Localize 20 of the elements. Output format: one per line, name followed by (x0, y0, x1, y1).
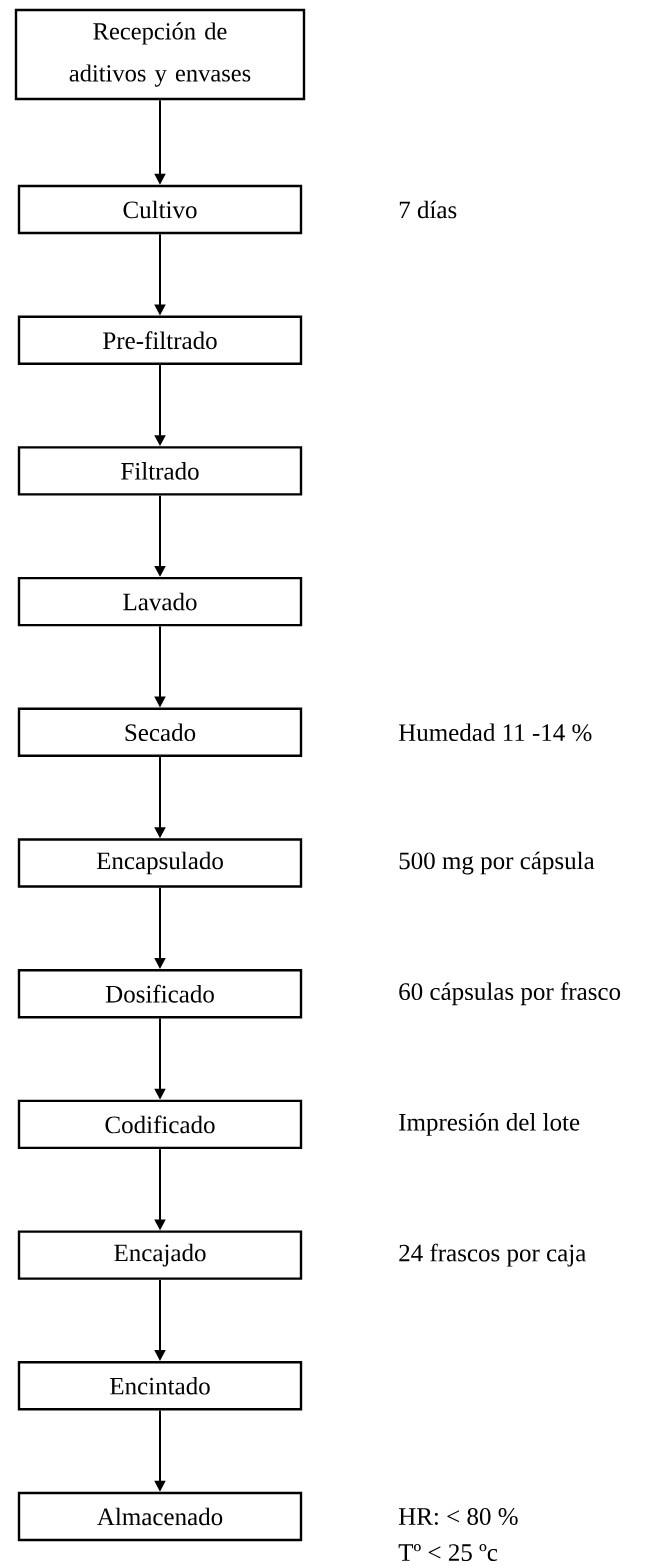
process-box: Encintado (17, 1361, 303, 1411)
process-box: Encapsulado (17, 838, 303, 888)
process-box: Lavado (17, 576, 303, 627)
step-note: Humedad 11 -14 % (398, 723, 592, 742)
process-box: Cultivo (17, 184, 303, 235)
step-note: 7 días (399, 200, 457, 219)
process-box: Filtrado (17, 446, 303, 496)
process-box: Secado (17, 707, 303, 757)
process-box: Almacenado (17, 1491, 303, 1542)
process-box: Dosificado (17, 969, 303, 1019)
step-note: 24 frascos por caja (399, 1243, 586, 1267)
process-box: Recepción de aditivos y envases (14, 8, 306, 101)
step-note: Impresión del lote (399, 1113, 580, 1136)
process-box: Codificado (17, 1099, 303, 1150)
process-box: Encajado (17, 1230, 303, 1280)
step-note: 60 cápsulas por frasco (399, 982, 621, 1006)
step-note: HR: < 80 % (398, 1508, 518, 1525)
process-box: Pre-filtrado (17, 315, 303, 365)
step-note: 500 mg por cápsula (399, 851, 595, 875)
step-note: Tº < 25 ºc (398, 1544, 498, 1561)
